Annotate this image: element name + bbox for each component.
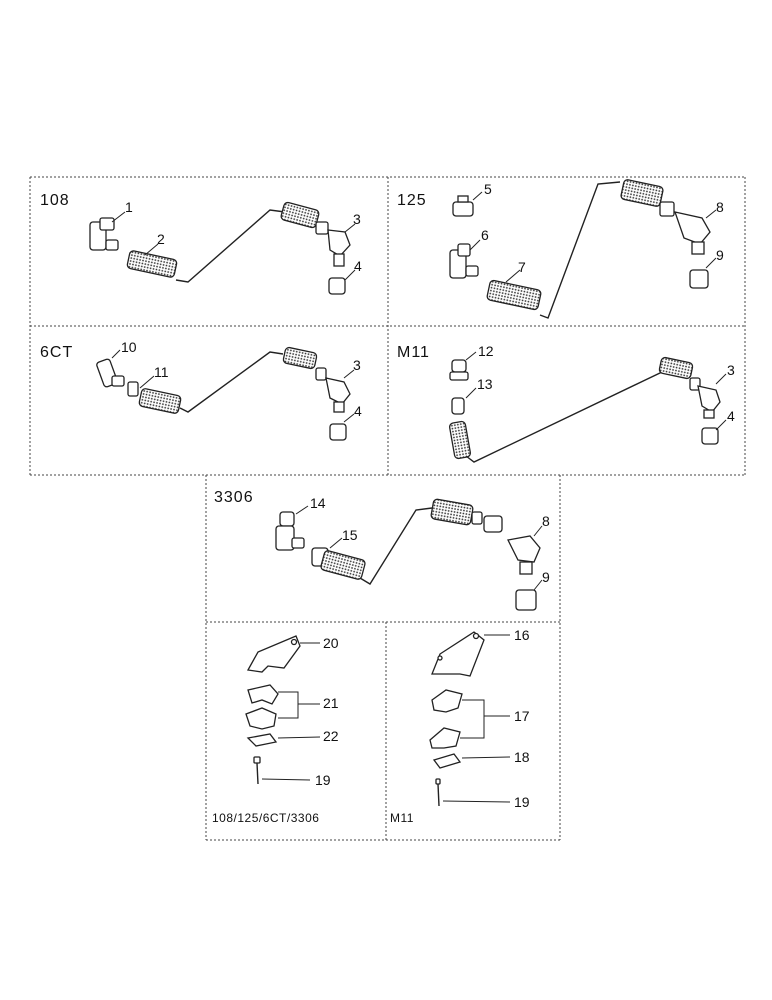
panel-6ct-assembly [96,346,355,441]
callout-4c: 4 [727,408,735,424]
callout-7: 7 [518,259,526,275]
callout-8b: 8 [542,513,550,529]
callout-8: 8 [716,199,724,215]
panel-title-108: 108 [40,192,70,209]
callout-14: 14 [310,495,326,511]
callout-12: 12 [478,343,494,359]
callout-19: 19 [315,772,331,788]
callout-3b: 3 [353,357,361,373]
panel-3306-assembly [275,498,543,611]
panel-frames [29,176,746,841]
callout-21: 21 [323,695,339,711]
panel-title-3306: 3306 [214,489,254,506]
panel-125-assembly [449,179,717,319]
callout-10: 10 [121,339,137,355]
callout-3c: 3 [727,362,735,378]
callout-20: 20 [323,635,339,651]
callout-6: 6 [481,227,489,243]
panel-m11-assembly [448,351,727,463]
kit-left-parts [245,635,321,785]
kit-left-caption: 108/125/6CT/3306 [212,811,319,825]
panel-title-6ct: 6CT [40,344,73,361]
callout-4b: 4 [354,403,362,419]
callout-18: 18 [514,749,530,765]
kit-right-parts [429,631,511,807]
callout-16: 16 [514,627,530,643]
callout-13: 13 [477,376,493,392]
callout-15: 15 [342,527,358,543]
callout-17: 17 [514,708,530,724]
panel-108-assembly [89,201,356,295]
callout-3: 3 [353,211,361,227]
callout-5: 5 [484,181,492,197]
kit-right-caption: M11 [390,811,414,825]
callout-19b: 19 [514,794,530,810]
callout-2: 2 [157,231,165,247]
callout-9: 9 [716,247,724,263]
callout-22: 22 [323,728,339,744]
callout-1: 1 [125,199,133,215]
panel-title-125: 125 [397,192,427,209]
panel-title-m11: M11 [397,344,430,361]
callout-11: 11 [154,364,169,380]
callout-4: 4 [354,258,362,274]
callout-9b: 9 [542,569,550,585]
